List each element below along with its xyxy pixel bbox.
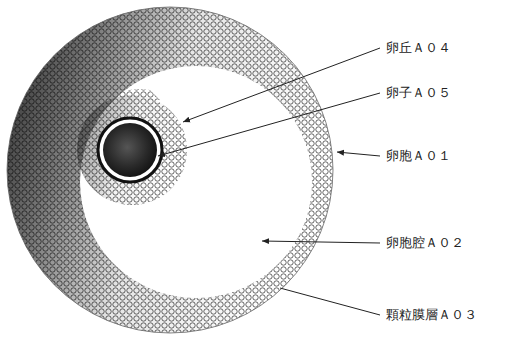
follicle-outline (7, 7, 333, 333)
leader-line (158, 93, 380, 156)
wall-shading (7, 7, 333, 333)
part-label: 卵丘Ａ０４ (385, 40, 452, 56)
granulosa-wall (7, 7, 333, 333)
leader-line (337, 152, 380, 156)
part-label: 卵子Ａ０５ (385, 85, 452, 101)
part-label: 顆粒膜層Ａ０３ (385, 307, 478, 323)
zona (98, 118, 162, 182)
part-label: 卵胞Ａ０１ (385, 148, 452, 164)
cumulus-shading (77, 95, 187, 205)
part-label: 卵胞腔Ａ０２ (385, 235, 465, 251)
oocyte (103, 123, 157, 177)
cumulus (77, 95, 187, 205)
leader-line (280, 288, 380, 315)
leader-line (183, 48, 380, 122)
leader-line (262, 241, 380, 243)
